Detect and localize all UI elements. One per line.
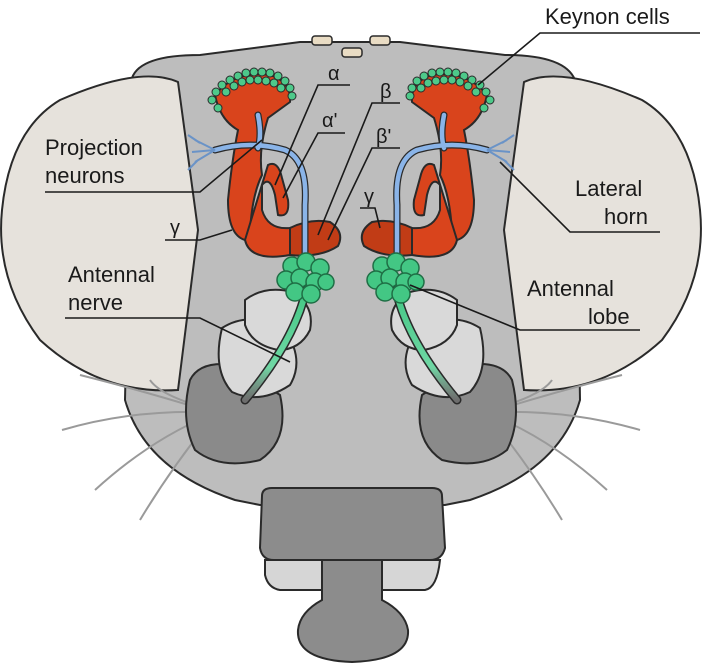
label-gamma-left: γ xyxy=(170,217,180,239)
compound-eye-right xyxy=(502,75,702,392)
leader-keynon-cells xyxy=(477,32,700,86)
mouthparts-upper xyxy=(258,487,447,561)
antenna-segment1-right xyxy=(390,288,458,352)
kenyon-cells-left xyxy=(207,67,297,113)
mouthparts-lower-left xyxy=(264,559,332,591)
projection-neuron-left xyxy=(212,112,308,265)
compound-eye-left xyxy=(0,75,200,392)
antenna-segment1-left xyxy=(244,288,312,352)
label-antennal-lobe-1: Antennal xyxy=(527,276,614,301)
leader-antennal-nerve xyxy=(65,317,291,363)
antennal-nerve-left-fill xyxy=(242,287,309,403)
kenyon-cells-right xyxy=(405,67,495,113)
label-keynon-cells: Keynon cells xyxy=(545,4,670,29)
label-beta-prime: β' xyxy=(376,126,391,148)
label-lateral-horn-1: Lateral xyxy=(575,176,642,201)
mouthparts-lower-right xyxy=(373,559,442,591)
projection-neuron-right xyxy=(394,112,490,265)
label-antennal-nerve-2: nerve xyxy=(68,290,123,315)
label-gamma-right: γ xyxy=(364,186,374,208)
leader-antennal-lobe xyxy=(409,284,640,331)
label-antennal-lobe-2: lobe xyxy=(588,304,630,329)
antenna-bristles-left xyxy=(61,374,211,521)
leader-lateral-horn xyxy=(499,161,660,233)
antennal-lobe-left xyxy=(276,252,335,304)
antennal-lobe-right xyxy=(366,252,425,304)
lateral-horn-branches-right xyxy=(486,134,515,171)
ocellus-right xyxy=(369,35,391,46)
label-projection-neurons-1: Projection xyxy=(45,135,143,160)
leader-gamma-right xyxy=(360,207,381,229)
lateral-horn-branches-left xyxy=(187,134,216,171)
label-beta: β xyxy=(380,81,392,103)
label-alpha: α xyxy=(328,63,340,85)
label-alpha-prime: α' xyxy=(322,110,337,132)
leader-beta xyxy=(317,102,400,236)
leader-gamma-left xyxy=(165,229,233,241)
proboscis xyxy=(296,559,410,664)
leader-alpha xyxy=(274,84,350,186)
leader-projection-neurons xyxy=(45,139,263,193)
label-lateral-horn-2: horn xyxy=(604,204,648,229)
leader-alpha-prime xyxy=(282,132,345,199)
label-antennal-nerve-1: Antennal xyxy=(68,262,155,287)
leader-beta-prime xyxy=(327,147,400,241)
ocellus-center xyxy=(341,47,363,58)
ocellus-left xyxy=(311,35,333,46)
label-projection-neurons-2: neurons xyxy=(45,163,125,188)
antenna-bristles-right xyxy=(491,374,641,521)
